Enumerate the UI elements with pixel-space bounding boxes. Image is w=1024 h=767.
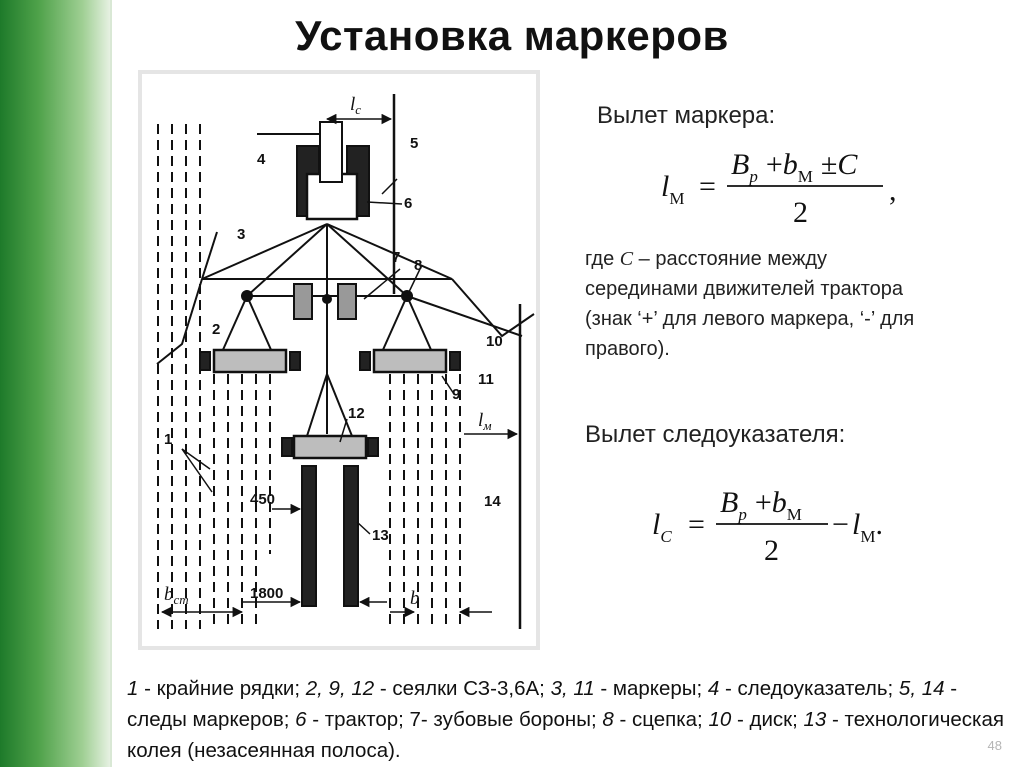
- label-1: 1: [164, 431, 172, 448]
- caption-number: 10: [708, 708, 732, 731]
- marker-note: где C – расстояние между серединами движ…: [585, 248, 915, 360]
- guide-heading: Вылет следоуказателя:: [585, 421, 846, 448]
- label-4: 4: [257, 151, 266, 168]
- decorative-side-bar: [0, 0, 110, 767]
- svg-text:Bp+bМ: Bp+bМ: [720, 486, 802, 524]
- hitch-beam: [201, 223, 328, 280]
- label-10: 10: [486, 333, 503, 350]
- label-6: 6: [404, 195, 412, 212]
- page-number: 48: [987, 738, 1002, 753]
- label-lc: lc: [350, 94, 361, 117]
- caption-number: 8: [602, 708, 614, 731]
- label-9: 9: [452, 386, 460, 403]
- marker-heading: Вылет маркера:: [597, 102, 776, 129]
- svg-text:=: =: [688, 508, 705, 541]
- harrow: [337, 283, 357, 320]
- svg-text:Bp+bМ±C: Bp+bМ±C: [731, 148, 858, 186]
- label-b: b: [410, 588, 420, 609]
- tramline-13: [301, 465, 317, 607]
- slide-title: Установка маркеров: [295, 12, 729, 59]
- svg-text:lМ: lМ: [661, 170, 684, 208]
- marker-arm-11: [451, 278, 535, 338]
- svg-text:2: 2: [793, 196, 808, 229]
- caption-number: 4: [707, 677, 720, 700]
- label-bst: bст: [164, 584, 189, 607]
- caption-number: 5, 14: [898, 677, 945, 700]
- caption-number: 6: [295, 708, 307, 731]
- figure-caption: 1 - крайние рядки; 2, 9, 12 - сеялки СЗ-…: [127, 677, 1004, 762]
- marker-setup-figure: 1 2 3 4 5 6 7 8 9 10 11 12 13 14 450 180…: [138, 70, 540, 650]
- marker-arm-3: [156, 278, 203, 365]
- label-8: 8: [414, 257, 422, 274]
- seeder-9: [372, 348, 448, 374]
- seeder-2: [212, 348, 288, 374]
- label-lm: lм: [478, 410, 492, 433]
- formula-marker-offset: lМ = Bp+bМ±C 2 ,: [661, 148, 897, 229]
- decorative-divider: [110, 0, 112, 767]
- svg-text:2: 2: [764, 534, 779, 567]
- svg-text:lМ.: lМ.: [852, 508, 883, 546]
- label-11: 11: [478, 371, 494, 388]
- svg-text:lC: lC: [652, 508, 672, 546]
- label-2: 2: [212, 321, 220, 338]
- label-1800: 1800: [250, 585, 283, 602]
- label-5: 5: [410, 135, 418, 152]
- label-14: 14: [484, 493, 501, 510]
- label-13: 13: [372, 527, 389, 544]
- harrow: [293, 283, 313, 320]
- label-7: 7: [392, 249, 400, 266]
- caption-number: 3, 11: [550, 677, 595, 700]
- seeder-12: [292, 434, 368, 460]
- tractor-hood: [319, 121, 343, 183]
- label-12: 12: [348, 405, 365, 422]
- label-450: 450: [250, 491, 275, 508]
- svg-text:−: −: [832, 508, 849, 541]
- label-3: 3: [237, 226, 245, 243]
- svg-text:=: =: [699, 170, 716, 203]
- caption-number: 2, 9, 12: [305, 677, 375, 700]
- svg-text:,: ,: [889, 174, 897, 207]
- formula-guide-offset: lC = Bp+bМ 2 − lМ.: [652, 486, 883, 567]
- caption-number: 13: [803, 708, 827, 731]
- caption-number: 1: [127, 677, 139, 700]
- marker-setup-diagram: 1 2 3 4 5 6 7 8 9 10 11 12 13 14 450 180…: [156, 94, 535, 629]
